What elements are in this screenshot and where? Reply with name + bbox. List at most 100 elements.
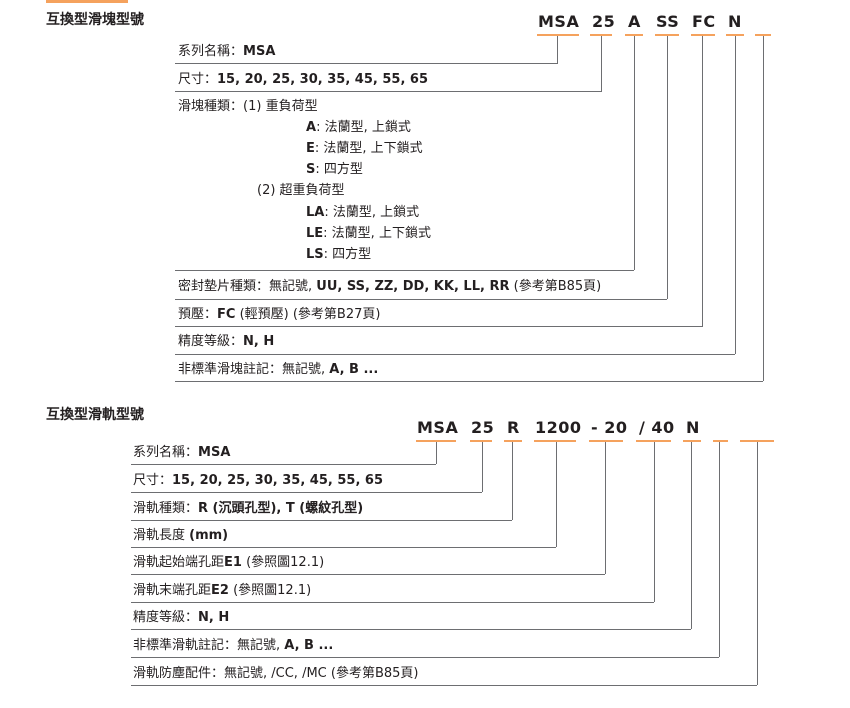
- rail-accuracy-value: N, H: [198, 610, 230, 625]
- rail-underline-e1: [589, 440, 623, 442]
- block-type-group1: (1) 重負荷型: [243, 99, 318, 114]
- rail-type-value: R (沉頭孔型), T (螺紋孔型): [198, 501, 364, 516]
- rail-underline-dust: [740, 440, 774, 442]
- block-type-la-row: LA: 法蘭型, 上鎖式: [306, 204, 419, 222]
- rail-e1-value: E1: [224, 555, 242, 570]
- block-type-ls-text: : 四方型: [323, 247, 372, 262]
- block-type-le-text: : 法蘭型, 上下鎖式: [323, 226, 431, 241]
- rail-underline-accuracy: [683, 440, 701, 442]
- block-type-la-code: LA: [306, 205, 325, 220]
- block-size-value: 15, 20, 25, 30, 35, 45, 55, 65: [217, 72, 428, 87]
- block-type-ls-code: LS: [306, 247, 324, 262]
- block-nonstd-value: A, B ...: [329, 362, 379, 377]
- block-underline-msa: [537, 34, 579, 36]
- block-underline-preload: [691, 34, 715, 36]
- block-type-s-row: S: 四方型: [306, 161, 363, 179]
- rail-hline-accuracy: [131, 629, 691, 630]
- rail-underline-length: [534, 440, 576, 442]
- block-series-label: 系列名稱：: [178, 44, 244, 59]
- block-connector-nonstd: [763, 36, 764, 381]
- rail-connector-length: [556, 442, 557, 547]
- block-type-s-text: : 四方型: [315, 162, 363, 177]
- block-type-la-text: : 法蘭型, 上鎖式: [324, 205, 420, 220]
- block-code-type: A: [628, 12, 641, 31]
- rail-size-label: 尺寸：: [133, 473, 173, 488]
- block-code-accuracy: N: [728, 12, 742, 31]
- block-code-seal: SS: [656, 12, 680, 31]
- rail-type-row: 滑軌種類：R (沉頭孔型), T (螺紋孔型): [133, 500, 363, 518]
- block-hline-accuracy: [175, 354, 735, 355]
- rail-nonstd-label: 非標準滑軌註記：無記號,: [133, 638, 285, 653]
- block-seal-value: UU, SS, ZZ, DD, KK, LL, RR: [316, 279, 510, 294]
- block-connector-seal: [667, 36, 668, 299]
- block-type-le-row: LE: 法蘭型, 上下鎖式: [306, 225, 431, 243]
- rail-hline-e1: [131, 574, 605, 575]
- rail-hline-type: [131, 520, 512, 521]
- rail-dust-row: 滑軌防塵配件：無記號, /CC, /MC (參考第B85頁): [133, 666, 419, 681]
- block-hline-type: [175, 270, 634, 271]
- rail-e2-label: 滑軌末端孔距: [133, 583, 212, 598]
- block-seal-row: 密封墊片種類：無記號, UU, SS, ZZ, DD, KK, LL, RR (…: [178, 278, 601, 296]
- rail-series-row: 系列名稱：MSA: [133, 444, 230, 462]
- block-size-row: 尺寸：15, 20, 25, 30, 35, 45, 55, 65: [178, 71, 428, 89]
- rail-size-value: 15, 20, 25, 30, 35, 45, 55, 65: [172, 473, 383, 488]
- block-accuracy-row: 精度等級：N, H: [178, 333, 274, 351]
- block-nonstd-label: 非標準滑塊註記：無記號,: [178, 362, 330, 377]
- block-preload-value: FC: [217, 307, 236, 322]
- block-size-label: 尺寸：: [178, 72, 218, 87]
- rail-underline-size: [470, 440, 492, 442]
- block-type-s-code: S: [306, 162, 316, 177]
- rail-length-value: (mm): [189, 528, 229, 543]
- rail-accuracy-label: 精度等級：: [133, 610, 199, 625]
- rail-connector-dust: [757, 442, 758, 685]
- block-series-row: 系列名稱：MSA: [178, 43, 275, 61]
- rail-hline-size: [131, 492, 482, 493]
- rail-code-size: 25: [471, 418, 495, 437]
- block-connector-series: [557, 36, 558, 64]
- block-code-preload: FC: [692, 12, 716, 31]
- rail-connector-e1: [605, 442, 606, 574]
- rail-series-label: 系列名稱：: [133, 445, 199, 460]
- top-accent-bar: [46, 0, 128, 3]
- rail-hline-series: [131, 464, 436, 465]
- rail-e2-row: 滑軌末端孔距E2 (參照圖12.1): [133, 582, 311, 600]
- rail-code-length: 1200: [535, 418, 582, 437]
- block-underline-type: [625, 34, 643, 36]
- rail-hline-dust: [131, 685, 757, 686]
- block-underline-seal: [655, 34, 679, 36]
- block-hline-size: [175, 91, 601, 92]
- block-preload-row: 預壓：FC (輕預壓) (參考第B27頁): [178, 306, 380, 324]
- rail-connector-accuracy: [691, 442, 692, 629]
- block-type-label: 滑塊種類：: [178, 99, 244, 114]
- rail-hline-length: [131, 547, 556, 548]
- block-underline-accuracy: [726, 34, 744, 36]
- block-underline-nonstd: [755, 34, 771, 36]
- block-type-e-text: : 法蘭型, 上下鎖式: [314, 141, 423, 156]
- rail-hline-nonstd: [131, 657, 719, 658]
- rail-code-type: R: [507, 418, 520, 437]
- rail-nonstd-value: A, B ...: [284, 638, 334, 653]
- rail-e1-ref: (參照圖12.1): [241, 555, 325, 570]
- rail-connector-e2: [654, 442, 655, 602]
- block-type-e-row: E: 法蘭型, 上下鎖式: [306, 140, 423, 158]
- block-type-row: 滑塊種類：(1) 重負荷型: [178, 98, 318, 116]
- block-type-group2: (2) 超重負荷型: [257, 183, 345, 198]
- block-connector-size: [601, 36, 602, 92]
- rail-type-label: 滑軌種類：: [133, 501, 199, 516]
- block-type-e-code: E: [306, 141, 315, 156]
- block-underline-size: [590, 34, 612, 36]
- rail-nonstd-row: 非標準滑軌註記：無記號, A, B ...: [133, 637, 333, 655]
- block-code-size: 25: [592, 12, 616, 31]
- block-type-a-row: A: 法蘭型, 上鎖式: [306, 119, 411, 137]
- rail-connector-size: [482, 442, 483, 492]
- block-seal-label: 密封墊片種類：無記號,: [178, 279, 317, 294]
- block-type-a-text: : 法蘭型, 上鎖式: [316, 120, 411, 135]
- rail-underline-msa: [416, 440, 456, 442]
- rail-underline-e2: [636, 440, 671, 442]
- block-preload-note: (輕預壓) (參考第B27頁): [235, 307, 381, 322]
- block-seal-ref: (參考第B85頁): [509, 279, 602, 294]
- rail-section-title: 互換型滑軌型號: [46, 407, 144, 423]
- rail-e2-ref: (參照圖12.1): [228, 583, 312, 598]
- rail-code-e2: / 40: [639, 418, 675, 437]
- rail-e2-value: E2: [211, 583, 229, 598]
